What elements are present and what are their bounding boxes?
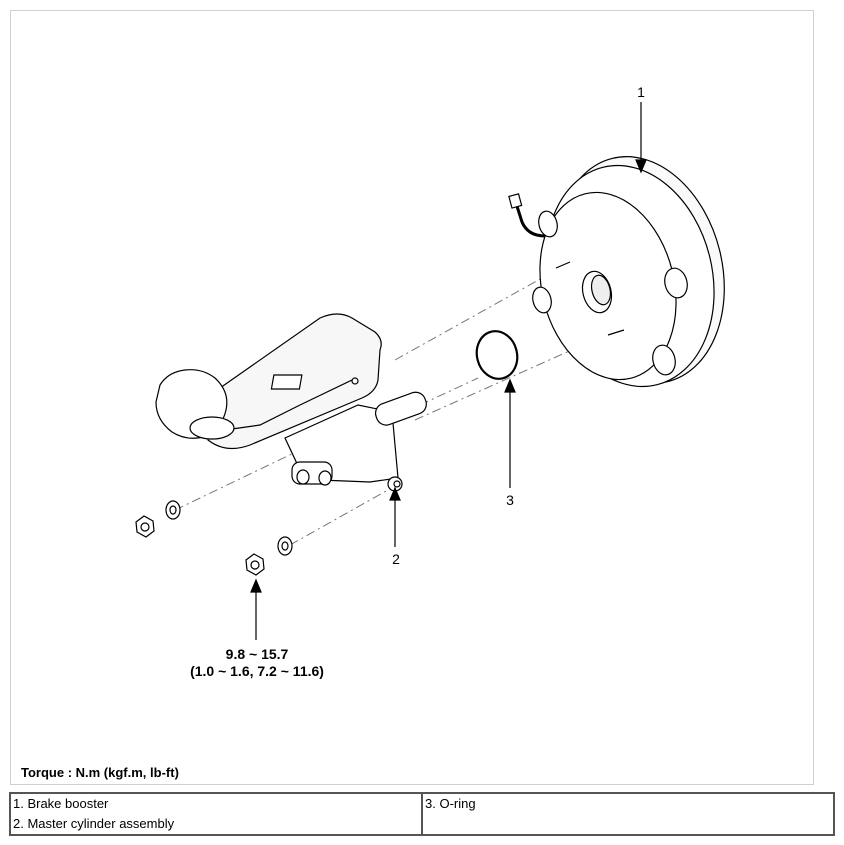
brake-booster [508,156,725,388]
legend-column-2: 3. O-ring [421,792,835,836]
torque-value-nm: 9.8 ~ 15.7 [226,646,289,662]
callout-3: 3 [506,492,514,508]
o-ring [475,330,519,380]
legend-item: 3. O-ring [425,796,476,811]
parts-legend-table: 1. Brake booster 2. Master cylinder asse… [9,792,835,836]
master-cylinder-assembly [155,313,427,492]
leader-lines [250,102,647,640]
legend-item: 2. Master cylinder assembly [13,816,175,831]
callout-2: 2 [392,551,400,567]
callout-1: 1 [637,84,645,100]
torque-unit-label: Torque : N.m (kgf.m, lb-ft) [21,765,179,780]
diagram-frame [10,10,814,785]
torque-value-alt: (1.0 ~ 1.6, 7.2 ~ 11.6) [190,663,324,679]
legend-item: 1. Brake booster [13,796,109,811]
nuts-and-washers [135,500,293,576]
legend-column-1: 1. Brake booster 2. Master cylinder asse… [9,792,423,836]
exploded-view-diagram: 1 2 3 9.8 ~ 15.7 (1.0 ~ 1.6, 7.2 ~ 11.6) [135,84,725,679]
